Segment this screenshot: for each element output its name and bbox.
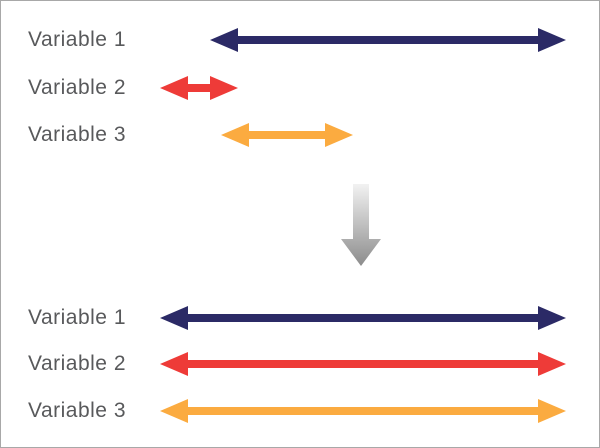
before-variable-3-arrow [221, 123, 353, 147]
arrow-right-head-icon [210, 76, 238, 100]
before-variable-2-arrow [160, 76, 238, 100]
arrow-right-head-icon [538, 399, 566, 423]
before-variable-1-arrow [210, 28, 566, 52]
after-variable-3-label: Variable 3 [28, 399, 127, 422]
arrow-right-head-icon [325, 123, 353, 147]
arrow-shaft [182, 84, 216, 92]
after-variable-2-arrow [160, 352, 566, 376]
arrow-right-head-icon [538, 306, 566, 330]
arrow-shaft [182, 314, 544, 322]
arrow-right-head-icon [538, 28, 566, 52]
after-variable-1-arrow [160, 306, 566, 330]
after-variable-3-arrow [160, 399, 566, 423]
after-variable-2-label: Variable 2 [28, 352, 127, 375]
down-arrow-icon [341, 184, 381, 266]
arrow-shaft [232, 36, 544, 44]
after-variable-1-label: Variable 1 [28, 306, 127, 329]
before-variable-2-label: Variable 2 [28, 76, 127, 99]
arrow-shaft [182, 407, 544, 415]
arrow-shaft [243, 131, 331, 139]
before-variable-3-label: Variable 3 [28, 123, 127, 146]
arrow-shaft [182, 360, 544, 368]
arrow-right-head-icon [538, 352, 566, 376]
before-variable-1-label: Variable 1 [28, 28, 127, 51]
